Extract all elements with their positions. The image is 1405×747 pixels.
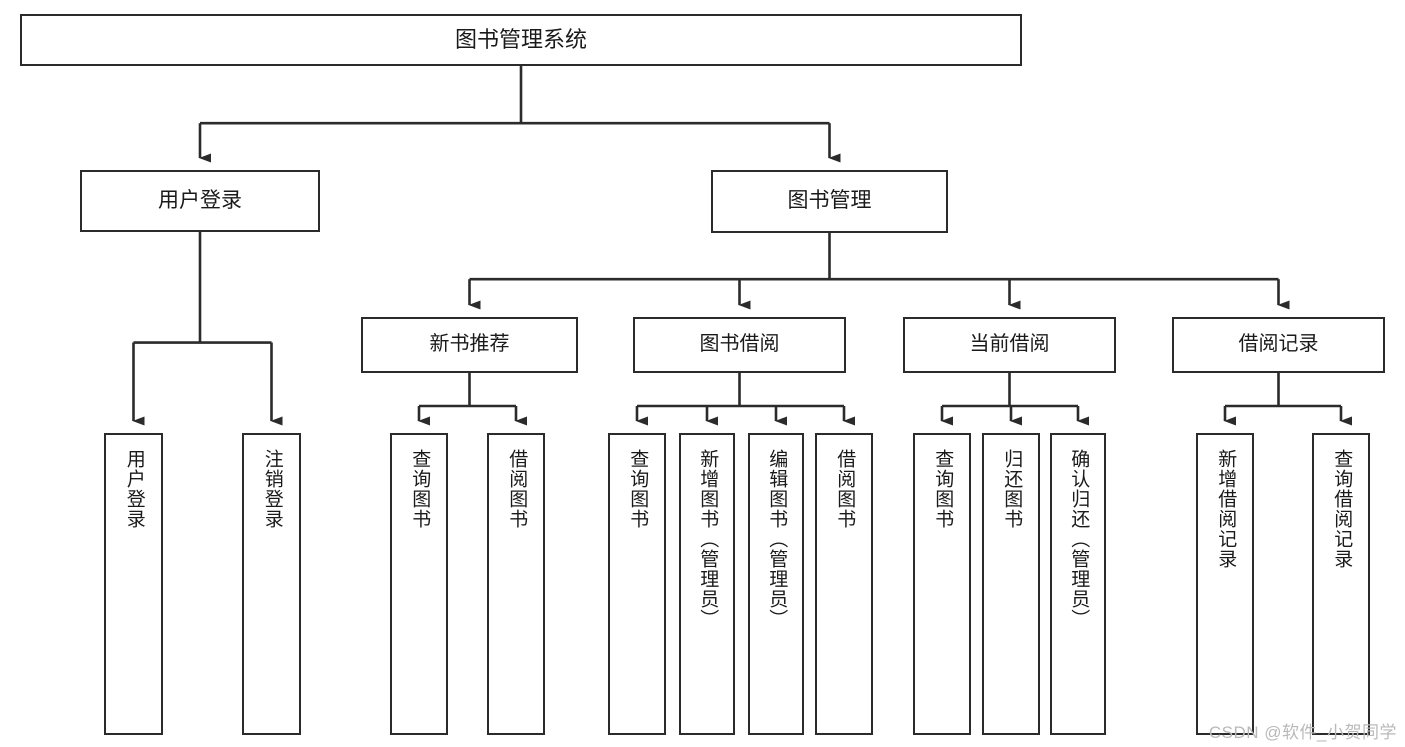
node-leaf-confirm-return-label: 确认归还（管理员） xyxy=(1068,449,1090,629)
node-leaf-user-login[interactable]: 用户登录 xyxy=(104,433,163,735)
node-leaf-edit-book-label: 编辑图书（管理员） xyxy=(766,449,788,629)
node-leaf-borrow-book-2-label: 借阅图书 xyxy=(834,449,856,529)
node-root-title[interactable]: 图书管理系统 xyxy=(20,14,1022,66)
node-root-title-label: 图书管理系统 xyxy=(454,27,587,53)
connector-bus-root xyxy=(200,66,830,125)
node-leaf-add-record[interactable]: 新增借阅记录 xyxy=(1196,433,1254,735)
node-new-book-recommend-label: 新书推荐 xyxy=(429,333,510,356)
node-leaf-logout[interactable]: 注销登录 xyxy=(242,433,301,735)
node-leaf-query-book-3-label: 查询图书 xyxy=(932,449,954,529)
connector-bus-user-login xyxy=(133,232,272,344)
node-leaf-return-book-label: 归还图书 xyxy=(1001,449,1023,529)
connector-bus-borrow-record xyxy=(1225,373,1341,408)
node-leaf-query-record[interactable]: 查询借阅记录 xyxy=(1312,433,1370,735)
node-leaf-borrow-book-1-label: 借阅图书 xyxy=(506,449,528,529)
node-borrow-record-label: 借阅记录 xyxy=(1238,333,1319,356)
node-book-borrow-label: 图书借阅 xyxy=(699,333,780,356)
node-leaf-logout-label: 注销登录 xyxy=(261,449,283,529)
connector-bus-current-borrow xyxy=(942,373,1078,408)
connector-bus-book-borrow xyxy=(637,373,844,408)
node-leaf-return-book[interactable]: 归还图书 xyxy=(982,433,1040,735)
node-leaf-add-book[interactable]: 新增图书（管理员） xyxy=(679,433,735,735)
node-book-manage[interactable]: 图书管理 xyxy=(711,170,948,233)
node-leaf-borrow-book-2[interactable]: 借阅图书 xyxy=(815,433,873,735)
node-leaf-add-record-label: 新增借阅记录 xyxy=(1215,449,1237,569)
node-leaf-query-book-3[interactable]: 查询图书 xyxy=(913,433,971,735)
node-borrow-record[interactable]: 借阅记录 xyxy=(1172,317,1385,373)
node-leaf-query-book-1[interactable]: 查询图书 xyxy=(390,433,448,735)
node-book-borrow[interactable]: 图书借阅 xyxy=(633,317,846,373)
node-current-borrow-label: 当前借阅 xyxy=(969,333,1050,356)
connector-bus-new-book-recommend xyxy=(419,373,516,408)
node-leaf-query-book-1-label: 查询图书 xyxy=(409,449,431,529)
node-user-login-label: 用户登录 xyxy=(158,188,242,212)
connector-bus-book-manage xyxy=(469,233,1279,281)
node-book-manage-label: 图书管理 xyxy=(787,189,872,213)
node-leaf-confirm-return[interactable]: 确认归还（管理员） xyxy=(1050,433,1106,735)
node-new-book-recommend[interactable]: 新书推荐 xyxy=(361,317,578,373)
node-leaf-add-book-label: 新增图书（管理员） xyxy=(697,449,719,629)
node-leaf-query-record-label: 查询借阅记录 xyxy=(1331,449,1353,569)
node-current-borrow[interactable]: 当前借阅 xyxy=(903,317,1116,373)
node-leaf-edit-book[interactable]: 编辑图书（管理员） xyxy=(748,433,804,735)
node-leaf-user-login-label: 用户登录 xyxy=(123,449,145,529)
node-leaf-query-book-2[interactable]: 查询图书 xyxy=(608,433,666,735)
node-user-login[interactable]: 用户登录 xyxy=(80,170,320,232)
node-leaf-query-book-2-label: 查询图书 xyxy=(627,449,649,529)
node-leaf-borrow-book-1[interactable]: 借阅图书 xyxy=(487,433,545,735)
